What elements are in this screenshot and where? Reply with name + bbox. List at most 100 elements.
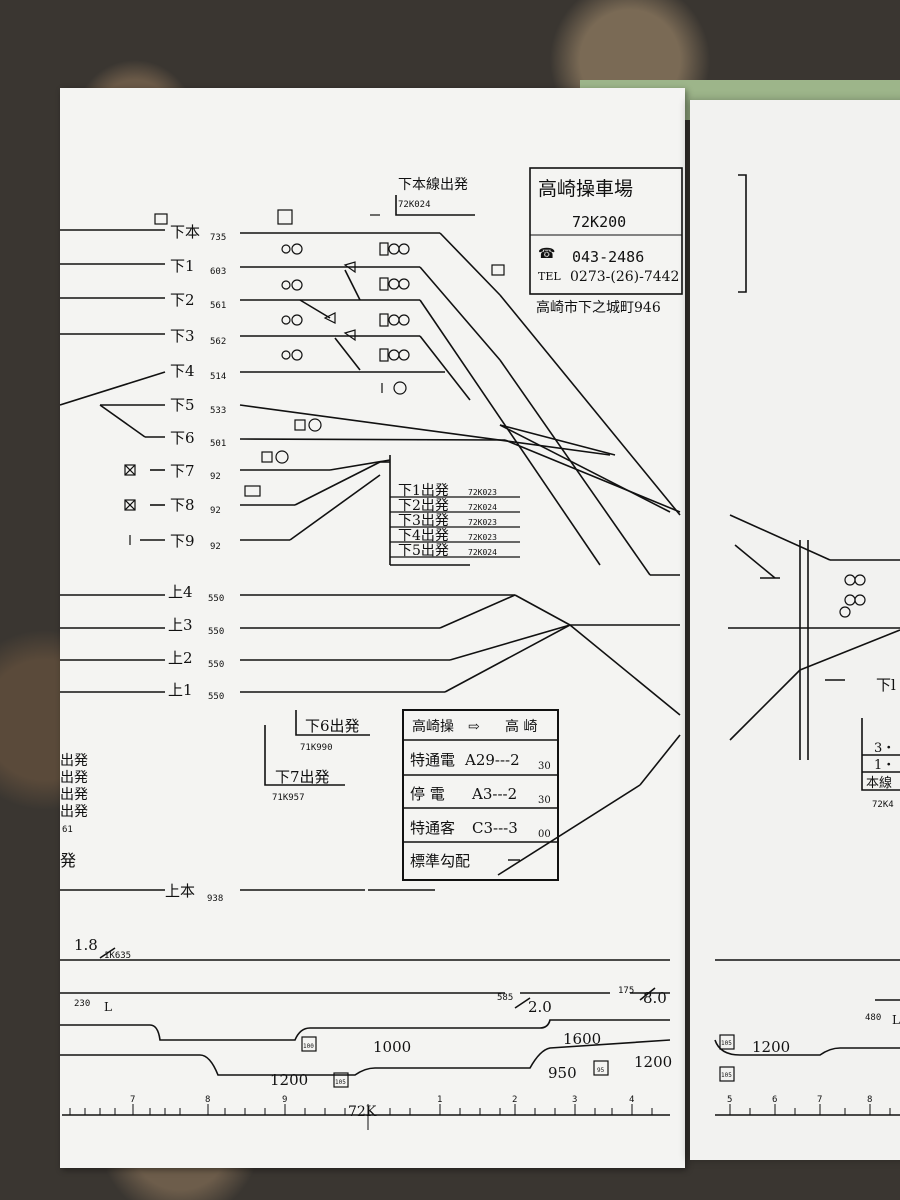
station-name: 高崎操車場	[538, 178, 633, 200]
tel-label: TEL	[538, 270, 561, 283]
down-track-label: 下7	[170, 462, 195, 480]
edge-text-4: 出発	[60, 804, 88, 820]
station-code: 72K200	[572, 213, 626, 231]
down-track-length: 92	[210, 472, 221, 482]
left-L: L	[104, 1000, 112, 1014]
tt-row2-type: 停 電	[410, 785, 445, 803]
tt-row3-sub: 00	[538, 829, 551, 840]
scale-7: 7	[130, 1095, 135, 1105]
curve-1600: 1600	[563, 1030, 601, 1048]
down-departure-code: 72K023	[468, 488, 497, 497]
tt-row1-val: A29---2	[464, 751, 520, 769]
right-code-fragment: 72K4	[872, 800, 894, 810]
down-track-label: 下8	[170, 496, 195, 514]
edge-text-3: 出発	[60, 787, 88, 803]
station-tel: 0273-(26)-7442	[570, 269, 679, 285]
down-track-length: 533	[210, 406, 226, 416]
down-track-label: 下3	[170, 327, 195, 345]
scale-3: 3	[572, 1095, 577, 1105]
tt-row3-type: 特通客	[410, 819, 455, 837]
up-track-label: 上1	[168, 681, 193, 699]
top-departure-code: 72K024	[398, 200, 431, 210]
tt-to: 高 崎	[505, 718, 537, 735]
curve-1200b: 1200	[634, 1053, 672, 1071]
down-track-label: 下4	[170, 362, 195, 380]
down-departure-code: 72K023	[468, 533, 497, 542]
km-585: 585	[497, 993, 513, 1003]
right-scale-5: 5	[727, 1095, 732, 1105]
grade-2: 2.0	[528, 998, 552, 1016]
tt-from: 高崎操	[412, 718, 454, 735]
dep7-label: 下7出発	[275, 768, 330, 786]
up-track-length: 550	[208, 692, 224, 702]
up-main-length: 938	[207, 894, 223, 904]
down-track-label: 下9	[170, 532, 195, 550]
down-track-label: 下2	[170, 291, 195, 309]
dep6-code: 71K990	[300, 743, 333, 753]
right-km-480: 480	[865, 1013, 881, 1023]
down-departure-label: 下5出発	[398, 543, 449, 559]
down-departure-label: 下1出発	[398, 483, 449, 499]
up-track-label: 上2	[168, 649, 193, 667]
down-track-label: 下6	[170, 429, 195, 447]
tt-gradient: 標準勾配	[410, 852, 470, 870]
edge-text-1: 出発	[60, 753, 88, 769]
up-track-length: 550	[208, 660, 224, 670]
down-track-label: 下5	[170, 396, 195, 414]
edge-text-5: 61	[62, 825, 73, 835]
right-box-row-3: 本線	[866, 775, 892, 791]
sign-95: 95	[597, 1067, 605, 1074]
up-track-label: 上4	[168, 583, 193, 601]
right-box-row-2: 1・	[874, 758, 895, 773]
left-page: 下本線出発 72K024 高崎操車場 72K200 ☎ 043-2486 TEL…	[60, 88, 685, 1168]
tt-row2-sub: 30	[538, 795, 551, 806]
down-track-length: 501	[210, 439, 226, 449]
right-label-fragment: 下l	[876, 676, 896, 694]
grade-3: 8.0	[643, 989, 667, 1007]
scale-9: 9	[282, 1095, 287, 1105]
signal-icons	[124, 209, 609, 1088]
phone-icon: ☎	[538, 246, 555, 262]
down-track-length: 92	[210, 542, 221, 552]
down-track-length: 603	[210, 267, 226, 277]
km-1: 1K635	[104, 951, 131, 961]
down-departure-label: 下3出発	[398, 513, 449, 529]
down-track-label: 下本	[170, 223, 200, 241]
right-L: L	[892, 1013, 900, 1027]
right-sign-105b: 105	[721, 1072, 732, 1079]
top-departure-label: 下本線出発	[398, 177, 468, 193]
curve-1200a: 1200	[270, 1071, 308, 1089]
timetable-box	[402, 709, 559, 881]
track-diagram-right: 下l 3・ 1・ 本線 72K4 480 L 1200 105 105 5 6 …	[714, 174, 900, 1116]
scale-72k: 72K	[348, 1104, 377, 1120]
curve-950: 950	[548, 1064, 577, 1082]
down-track-length: 735	[210, 233, 226, 243]
curve-1000: 1000	[373, 1038, 411, 1056]
down-departure-code: 72K024	[468, 548, 497, 557]
down-departure-code: 72K023	[468, 518, 497, 527]
station-phone: 043-2486	[572, 248, 644, 266]
right-sign-105a: 105	[721, 1040, 732, 1047]
down-departure-code: 72K024	[468, 503, 497, 512]
grade-1: 1.8	[74, 936, 98, 954]
right-scale-6: 6	[772, 1095, 777, 1105]
station-box	[529, 167, 683, 295]
sign-105: 105	[335, 1079, 346, 1086]
station-address: 高崎市下之城町946	[536, 299, 661, 316]
down-track-length: 562	[210, 337, 226, 347]
scale-4: 4	[629, 1095, 634, 1105]
up-track-label: 上3	[168, 616, 193, 634]
scale-1: 1	[437, 1095, 442, 1105]
down-track-length: 561	[210, 301, 226, 311]
tt-arrow: ⇨	[468, 719, 480, 735]
right-scale-7: 7	[817, 1095, 822, 1105]
scale-2: 2	[512, 1095, 517, 1105]
tt-row1-type: 特通電	[410, 751, 455, 769]
scale-8: 8	[205, 1095, 210, 1105]
down-departure-label: 下2出発	[398, 498, 449, 514]
right-box-row-1: 3・	[874, 741, 895, 756]
up-track-length: 550	[208, 594, 224, 604]
